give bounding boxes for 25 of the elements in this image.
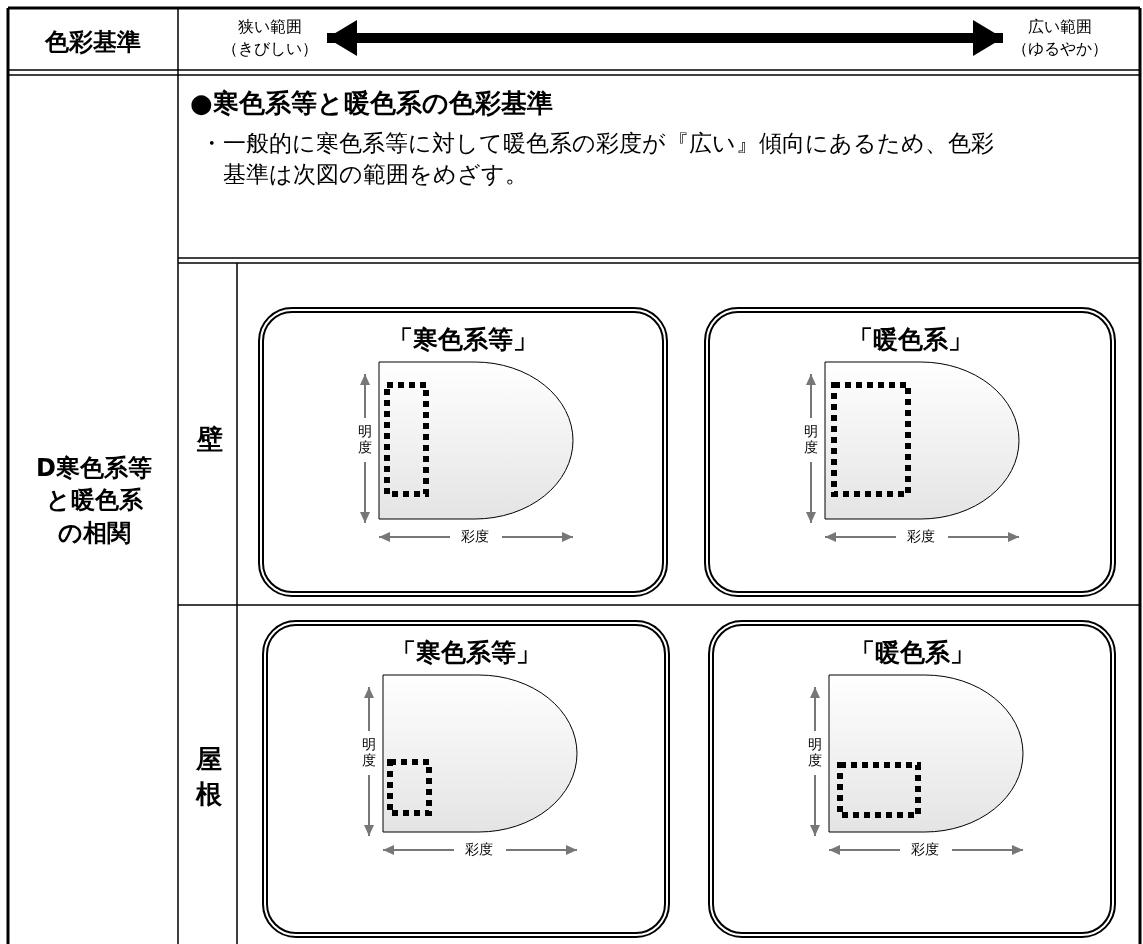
rounded-panel (258, 307, 668, 597)
axis-label: 彩度 (907, 528, 935, 544)
panel-title: 「暖色系」 (846, 324, 974, 356)
note-text: ・一般的に寒色系等に対して暖色系の彩度が『広い』傾向にあるため、色彩基準は次図の範囲をめざす。 (200, 129, 995, 190)
rounded-panel (708, 620, 1116, 938)
row-heading: 色彩基準 (43, 27, 142, 58)
range-label: 狭い範囲（きびしい） (215, 16, 325, 60)
row-heading: 壁 (196, 423, 224, 456)
row-heading: D寒色系等と暖色系の相関 (36, 453, 152, 549)
axis-label: 彩度 (461, 528, 489, 544)
axis-label: 彩度 (465, 841, 493, 857)
section-heading: ●寒色系等と暖色系の色彩基準 (190, 87, 554, 120)
panel-title: 「暖色系」 (848, 637, 976, 669)
axis-label: 明度 (357, 423, 373, 455)
double-headed-arrow (327, 20, 1003, 56)
axis-label: 明度 (803, 423, 819, 455)
axis-label: 彩度 (911, 841, 939, 857)
rounded-panel (262, 620, 670, 938)
row-heading: 屋根 (195, 743, 223, 812)
rounded-panel (704, 307, 1116, 597)
panel-title: 「寒色系等」 (387, 324, 539, 356)
axis-label: 明度 (807, 736, 823, 768)
range-label: 広い範囲（ゆるやか） (1005, 16, 1115, 60)
panel-title: 「寒色系等」 (390, 637, 542, 669)
axis-label: 明度 (361, 736, 377, 768)
